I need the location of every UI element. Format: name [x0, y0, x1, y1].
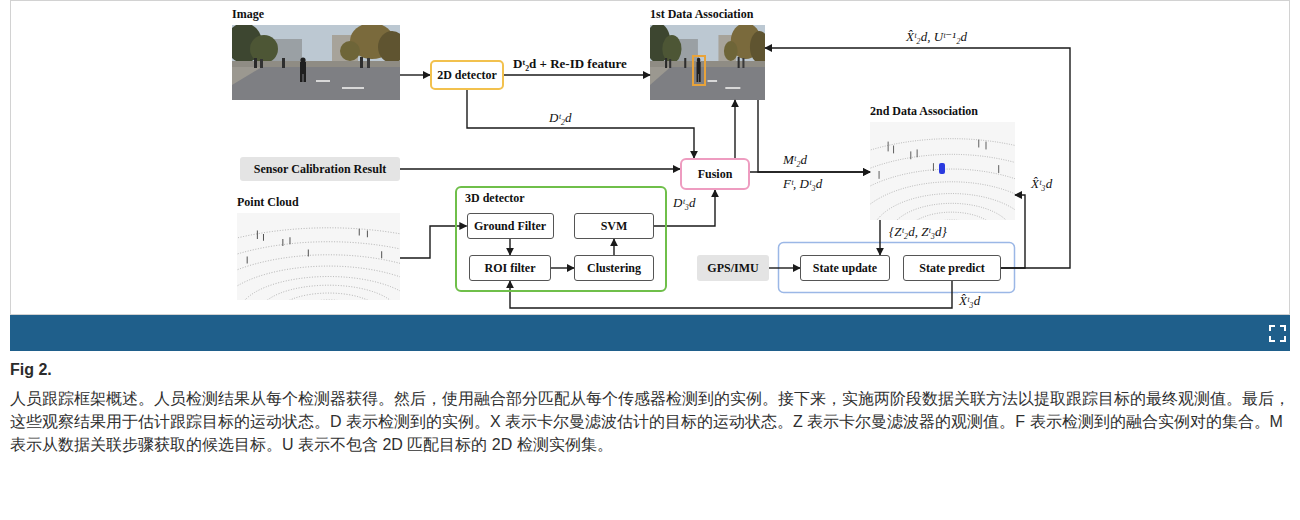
point-cloud-image — [135, 213, 522, 398]
association-stage: 1st Data Association — [650, 25, 765, 100]
edge-label: Dᵗ₂d + Re-ID feature — [512, 56, 628, 71]
box-label: SVM — [601, 219, 628, 234]
flow-arrow — [769, 267, 800, 268]
box-label: ROI filter — [485, 261, 536, 276]
detector-box: 2D detector — [430, 60, 504, 90]
box-label: Fusion — [698, 167, 733, 182]
flow-arrow — [765, 48, 1070, 268]
edge-label: X̂ᵗ₂d, Uᵗ⁻¹₂d — [905, 29, 968, 44]
flow-arrow — [734, 100, 735, 158]
detector-group: 3D detectorGround Filter SVM ROI filter Clu… — [455, 186, 667, 292]
flow-arrow — [551, 267, 574, 268]
edge-label: {Zᵗ₂d, Zᵗ₃d} — [888, 224, 948, 239]
flow-arrow — [504, 74, 650, 75]
tracker-group — [779, 243, 1015, 293]
lidar-input: Point Cloud — [237, 213, 400, 300]
association-photo — [646, 23, 769, 100]
process-box: Clustering — [574, 255, 654, 281]
process-box: State predict — [903, 255, 1001, 281]
caption-band — [10, 315, 1290, 351]
flow-arrow — [510, 281, 952, 308]
heading: 2nd Data Association — [870, 104, 978, 119]
association-stage: 2nd Data Association — [870, 122, 1015, 220]
edge-label: Dᵗ₃d — [672, 195, 697, 210]
heading: Point Cloud — [237, 195, 299, 210]
edge-label: X̂ᵗ₃d — [1030, 176, 1053, 191]
box-label: 2D detector — [437, 68, 497, 83]
person-bounding-box — [693, 56, 705, 85]
flow-arrow — [1001, 195, 1025, 268]
flow-arrow — [750, 171, 870, 172]
process-box: SVM — [574, 213, 654, 239]
expand-icon — [1270, 326, 1285, 341]
figure-panel — [11, 1, 1290, 315]
heading: 1st Data Association — [650, 7, 753, 22]
box-label: State predict — [919, 261, 984, 276]
flow-arrow — [400, 74, 430, 75]
camera-input: Image — [232, 25, 400, 100]
process-box: State update — [800, 255, 890, 281]
box-label: Clustering — [587, 261, 641, 276]
calibration-box: Sensor Calibration Result — [240, 157, 400, 181]
process-box: Ground Filter — [467, 213, 554, 239]
fusion-box: Fusion — [680, 158, 750, 190]
flow-arrow — [879, 220, 880, 255]
edge-label: X̂ᵗ₃d — [958, 293, 981, 308]
edge-label: Dᵗ₂d — [548, 110, 573, 125]
flow-arrow — [758, 100, 870, 172]
flow-arrow — [467, 90, 694, 158]
flow-arrow — [509, 239, 510, 255]
figure-caption: 人员跟踪框架概述。人员检测结果从每个检测器获得。然后，使用融合部分匹配从每个传感… — [10, 387, 1290, 456]
edge-label: Fᵗ, Dᵗ₃d — [782, 176, 823, 191]
box-label: Sensor Calibration Result — [254, 162, 386, 177]
box-label: GPS/IMU — [707, 261, 758, 276]
flow-arrow — [400, 168, 680, 169]
edge-label: Mᵗ₂d — [782, 152, 808, 167]
heading: 3D detector — [465, 191, 525, 206]
tracked-person-marker — [939, 163, 945, 174]
sensor-box: GPS/IMU — [697, 255, 769, 281]
process-box: ROI filter — [469, 255, 551, 281]
figure-number: Fig 2. — [10, 361, 52, 379]
box-label: Ground Filter — [474, 219, 546, 234]
camera-photo — [226, 23, 406, 100]
flow-arrow — [654, 190, 715, 226]
flow-arrow — [613, 239, 614, 255]
heading: Image — [232, 7, 264, 22]
box-label: State update — [813, 261, 877, 276]
